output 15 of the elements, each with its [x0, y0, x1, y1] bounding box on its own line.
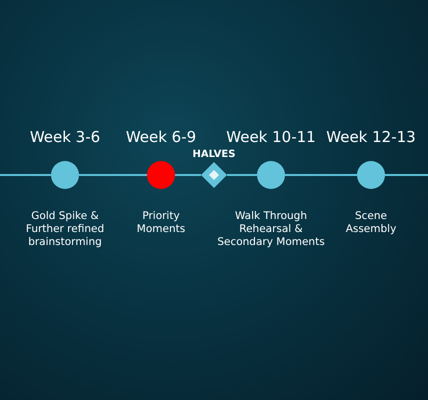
- week-heading: Week 12-13: [325, 128, 417, 146]
- timeline-line: [79, 174, 147, 176]
- phase-description: Scene Assembly: [344, 210, 398, 236]
- timeline-line: [227, 174, 257, 176]
- week-heading: Week 3-6: [28, 128, 102, 146]
- phase-description: Gold Spike & Further refined brainstorming: [24, 210, 106, 250]
- week-heading: Week 10-11: [225, 128, 317, 146]
- phase-description: Walk Through Rehearsal & Secondary Moments: [216, 210, 326, 250]
- phase-description: Priority Moments: [136, 210, 186, 236]
- timeline-line: [175, 174, 201, 176]
- timeline-line: [0, 174, 51, 176]
- timeline-line: [285, 174, 357, 176]
- week-heading: Week 6-9: [124, 128, 198, 146]
- timeline-line: [385, 174, 428, 176]
- milestone-label: HALVES: [192, 149, 236, 160]
